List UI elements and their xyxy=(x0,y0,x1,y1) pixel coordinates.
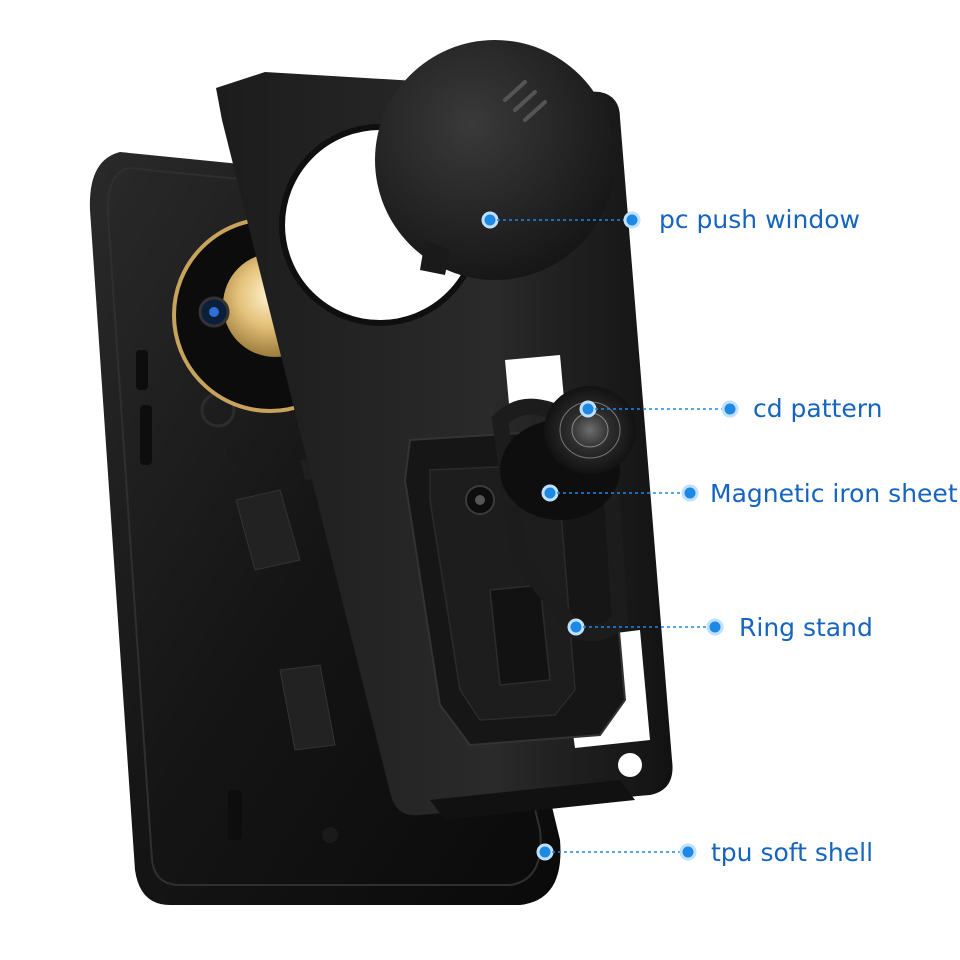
pc-callout-leader xyxy=(481,211,641,229)
pc-push-window-label: pc push window xyxy=(659,205,860,234)
ring-stand-label: Ring stand xyxy=(739,613,873,642)
cd-pattern-disc xyxy=(544,386,636,474)
magnetic-iron-sheet-label: Magnetic iron sheet xyxy=(710,479,958,508)
tpu-soft-shell-label: tpu soft shell xyxy=(711,838,874,867)
mag-callout-leader xyxy=(541,484,699,502)
tpu-callout-leader xyxy=(536,843,697,861)
pc-push-window-lid xyxy=(375,40,615,280)
callout-leaders xyxy=(481,211,739,861)
ring-callout-leader xyxy=(567,618,724,636)
cd-pattern-label: cd pattern xyxy=(753,394,883,423)
cd-callout-leader xyxy=(579,400,739,418)
